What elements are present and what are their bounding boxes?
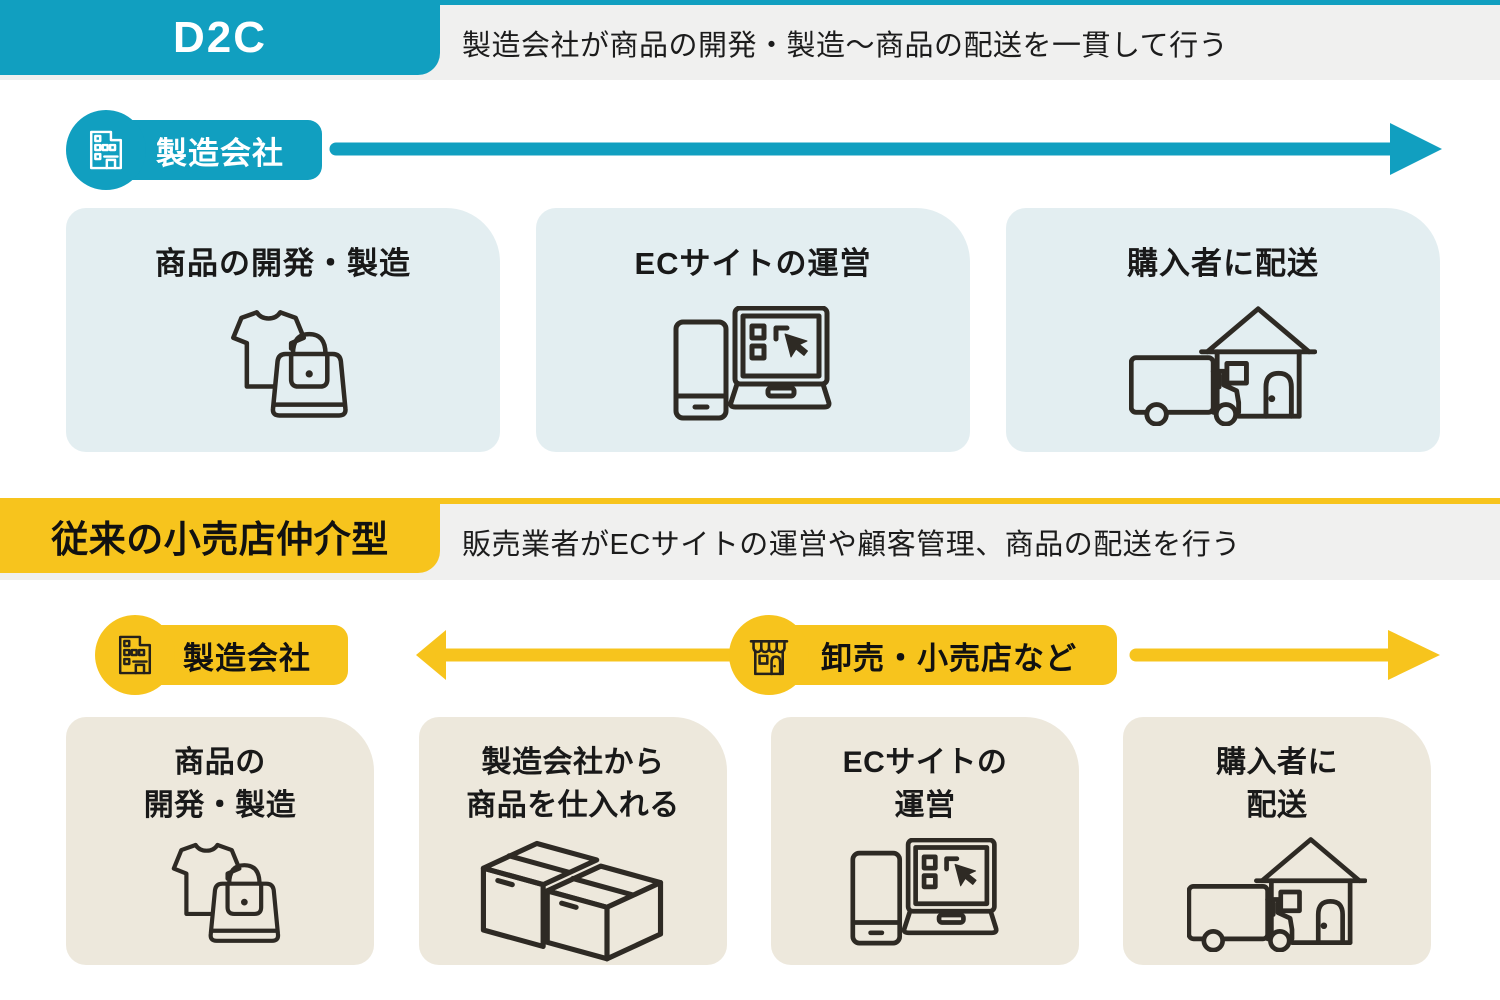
top-accent-strip (0, 0, 1500, 5)
phone-laptop-icon (850, 838, 999, 946)
card-title-line1: 製造会社から (481, 746, 665, 779)
office-building-icon (89, 130, 123, 170)
d2c-description: 製造会社が商品の開発・製造〜商品の配送を一貫して行う (462, 29, 1229, 62)
d2c-flow-arrow (329, 123, 1442, 175)
card-title-line2: 配送 (1246, 789, 1308, 822)
retail-card-develop: 商品の 開発・製造 (66, 717, 374, 965)
retail-store-label: 卸売・小売店など (821, 640, 1077, 676)
retail-arrow-to-buyer (1129, 630, 1440, 680)
card-title-line1: ECサイトの (842, 746, 1008, 779)
d2c-actor-pill: 製造会社 (118, 120, 322, 180)
tshirt-bag-icon (171, 842, 281, 943)
retail-store-badge (729, 615, 809, 695)
office-building-icon (118, 635, 152, 675)
d2c-card-develop: 商品の開発・製造 (66, 208, 500, 452)
storefront-icon (749, 640, 789, 676)
d2c-actor-badge (66, 110, 146, 190)
boxes-icon (480, 840, 664, 962)
d2c-actor-label: 製造会社 (156, 135, 284, 171)
retail-store-pill: 卸売・小売店など (781, 625, 1117, 685)
retail-section-title: 従来の小売店仲介型 (0, 498, 440, 573)
bottom-accent-strip (0, 498, 1500, 504)
card-title: ECサイトの運営 (634, 246, 872, 281)
d2c-card-ecsite: ECサイトの運営 (536, 208, 970, 452)
card-title-line2: 開発・製造 (143, 789, 297, 822)
d2c-card-delivery: 購入者に配送 (1006, 208, 1440, 452)
retail-card-delivery: 購入者に 配送 (1123, 717, 1431, 965)
card-title-line1: 購入者に (1216, 746, 1338, 779)
card-title: 購入者に配送 (1127, 246, 1319, 281)
tshirt-bag-icon (231, 310, 348, 418)
card-title-line2: 商品を仕入れる (466, 789, 680, 822)
retail-arrow-to-manufacturer (416, 630, 742, 680)
retail-manufacturer-label: 製造会社 (183, 640, 311, 676)
truck-house-icon (1129, 306, 1317, 426)
phone-laptop-icon (673, 306, 832, 421)
card-title: 商品の開発・製造 (155, 246, 411, 281)
d2c-section-title: D2C (0, 0, 440, 75)
truck-house-icon (1187, 837, 1367, 952)
retail-description: 販売業者がECサイトの運営や顧客管理、商品の配送を行う (462, 529, 1241, 561)
card-title-line1: 商品の (174, 746, 266, 779)
card-title-line2: 運営 (894, 789, 956, 822)
retail-card-purchase: 製造会社から 商品を仕入れる (419, 717, 727, 965)
retail-card-ecsite: ECサイトの 運営 (771, 717, 1079, 965)
retail-manufacturer-badge (95, 615, 175, 695)
retail-manufacturer-pill: 製造会社 (146, 625, 348, 685)
